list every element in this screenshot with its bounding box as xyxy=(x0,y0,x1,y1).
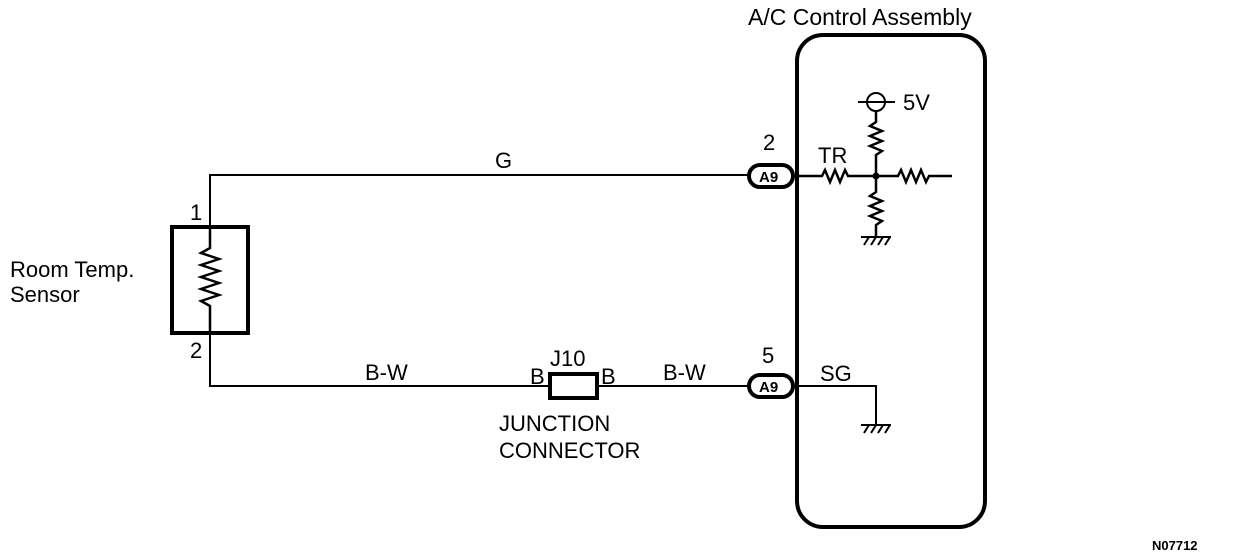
pullup-resistor xyxy=(866,111,886,176)
connector-a9-lower-code: A9 xyxy=(759,379,778,396)
room-temp-sensor-resistor xyxy=(197,227,223,333)
junction-pin-left: B xyxy=(530,364,545,389)
supply-5v-label: 5V xyxy=(903,90,930,115)
terminal-sg-label: SG xyxy=(820,361,852,386)
connector-a9-lower xyxy=(747,373,795,399)
ac-control-assembly-box xyxy=(795,33,987,529)
sensor-pin-2: 2 xyxy=(190,338,202,363)
ground-icon xyxy=(861,424,891,434)
terminal-tr-label: TR xyxy=(818,143,847,168)
sensor-pin-1: 1 xyxy=(190,200,202,225)
supply-5v-icon xyxy=(858,92,895,112)
wire-bw-left xyxy=(209,333,550,387)
connector-a9-upper xyxy=(747,163,795,189)
sensor-label-line2: Sensor xyxy=(10,282,80,307)
junction-dot xyxy=(872,172,880,180)
wire-g xyxy=(209,174,748,227)
junction-label-line2: CONNECTOR xyxy=(499,438,640,463)
wire-sg xyxy=(795,385,877,425)
wire-bw-left-label: B-W xyxy=(365,360,408,385)
connector-a9-upper-code: A9 xyxy=(759,169,778,186)
wire-g-label: G xyxy=(495,148,512,173)
junction-label-line1: JUNCTION xyxy=(499,411,610,436)
sensor-label-line1: Room Temp. xyxy=(10,257,134,282)
connector-a9-upper-pin: 2 xyxy=(763,130,775,155)
tr-series-resistor xyxy=(795,166,876,186)
connector-a9-lower-pin: 5 xyxy=(762,343,774,368)
junction-id: J10 xyxy=(550,346,585,371)
figure-code: N07712 xyxy=(1152,538,1198,553)
wire-bw-right-label: B-W xyxy=(663,360,706,385)
ac-control-assembly-title: A/C Control Assembly xyxy=(748,4,972,30)
junction-connector-j10 xyxy=(548,372,599,400)
junction-pin-right: B xyxy=(601,364,616,389)
ground-icon xyxy=(861,236,891,246)
tr-output-resistor xyxy=(876,166,952,186)
pulldown-resistor xyxy=(866,176,886,236)
